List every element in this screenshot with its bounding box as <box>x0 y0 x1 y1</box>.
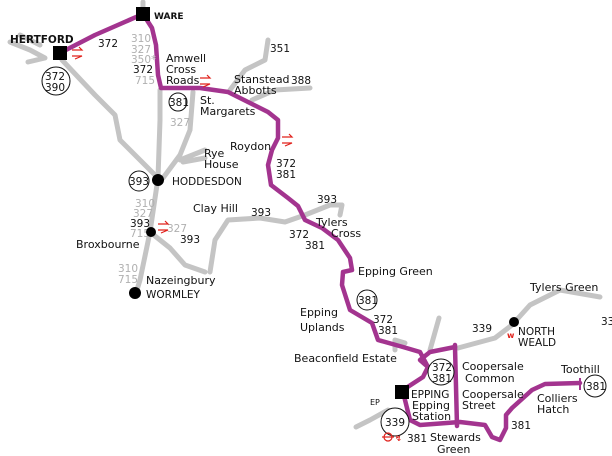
rail-icon <box>72 46 84 60</box>
map-label: 339 <box>472 323 492 335</box>
map-label: 381 <box>378 325 398 337</box>
town-labels: HERTFORD WARE HODDESDON WORMLEY NORTH WE… <box>10 12 556 401</box>
map-label: Toothill <box>560 363 600 376</box>
rail-icon <box>282 133 294 147</box>
map-label: Cross <box>166 63 196 76</box>
map-label: Epping Green <box>358 265 433 278</box>
map-label: Green <box>437 443 470 456</box>
map-label: 381 <box>407 433 427 445</box>
map-label: 351 <box>270 43 290 55</box>
map-label: Roads <box>166 74 200 87</box>
map-label: Coopersale <box>462 388 524 401</box>
map-label: 372 <box>289 229 309 241</box>
map-label: Cross <box>331 227 361 240</box>
map-label: Rye <box>204 147 225 160</box>
map-label: EP <box>370 398 380 407</box>
rail-stations: ↯ ᴡ <box>72 46 515 443</box>
place-labels: Amwell Cross Roads Stanstead Abbotts St.… <box>76 52 600 456</box>
map-label: 393 <box>180 234 200 246</box>
map-label: WARE <box>154 12 184 22</box>
map-label: 393 <box>251 207 271 219</box>
map-label: HERTFORD <box>10 34 74 46</box>
map-label: 381 <box>586 381 606 393</box>
map-label: 381 <box>358 295 378 307</box>
map-label: 327 <box>133 208 153 220</box>
map-label: 372 <box>133 64 153 76</box>
map-label: 381 <box>432 373 452 385</box>
map-label: Abbotts <box>234 84 277 97</box>
map-label: 381 <box>276 169 296 181</box>
map-label: 339 <box>385 417 405 429</box>
map-label: WORMLEY <box>146 289 200 301</box>
map-label: 381 <box>169 97 189 109</box>
map-label: Broxbourne <box>76 238 140 251</box>
map-label: Tylers <box>315 216 348 229</box>
map-label: 393 <box>129 176 149 188</box>
map-label: 350* <box>131 54 156 66</box>
heritage-rail-icon: ᴡ <box>507 331 515 340</box>
map-label: 310 <box>135 198 155 210</box>
map-label: Roydon <box>230 140 271 153</box>
map-label: Station <box>412 410 451 423</box>
map-label: Tylers Green <box>529 281 598 294</box>
map-label: 381 <box>305 240 325 252</box>
route-badges: 372 390 381 393 381 372 381 339 381 <box>41 66 607 437</box>
rail-icon <box>200 74 212 88</box>
map-label: Amwell <box>166 52 206 65</box>
route-labels: 372 310 327 350* 372 715 351 388 327 372… <box>98 33 612 445</box>
map-label: 310 <box>118 263 138 275</box>
map-label: 372 <box>373 314 393 326</box>
map-label: 33 <box>601 316 612 328</box>
map-label: Uplands <box>300 321 345 334</box>
map-label: Margarets <box>200 105 256 118</box>
map-label: 327 <box>167 223 187 235</box>
map-label: 372 <box>276 158 296 170</box>
underground-glyph: ↯ <box>395 434 402 443</box>
map-label: 372 <box>432 362 452 374</box>
map-label: 388 <box>291 75 311 87</box>
map-label: Common <box>465 372 515 385</box>
map-label: NORTH <box>518 326 555 338</box>
map-label: St. <box>200 94 215 107</box>
map-label: Epping <box>412 399 450 412</box>
map-label: Coopersale <box>462 360 524 373</box>
map-label: Colliers <box>537 392 578 405</box>
map-label: 372 <box>98 38 118 50</box>
map-label: 310 <box>131 33 151 45</box>
map-label: Stewards <box>430 431 481 444</box>
map-label: 393 <box>130 218 150 230</box>
map-label: 390 <box>45 82 65 94</box>
map-label: House <box>204 158 239 171</box>
map-label: 715 <box>130 228 150 240</box>
map-label: Beaconfield Estate <box>294 352 397 365</box>
map-label: 327 <box>131 44 151 56</box>
map-label: 715 <box>118 274 138 286</box>
map-label: Street <box>462 399 496 412</box>
map-label: 327 <box>170 117 190 129</box>
map-label: 381 <box>511 420 531 432</box>
map-label: Epping <box>300 306 338 319</box>
map-label: Stanstead <box>234 73 290 86</box>
map-label: HODDESDON <box>172 176 242 188</box>
map-label: WEALD <box>518 337 556 349</box>
roads <box>7 0 603 430</box>
rail-icon <box>158 220 170 234</box>
map-label: 393 <box>317 194 337 206</box>
map-label: Clay Hill <box>193 202 238 215</box>
map-label: Hatch <box>537 403 569 416</box>
town-markers <box>53 7 519 399</box>
map-label: 715 <box>135 75 155 87</box>
underground-icon: ↯ <box>382 432 402 443</box>
map-label: 372 <box>45 71 65 83</box>
map-label: EPPING <box>411 389 449 401</box>
bus-routes <box>57 11 583 443</box>
map-label: Nazeingbury <box>146 274 216 287</box>
